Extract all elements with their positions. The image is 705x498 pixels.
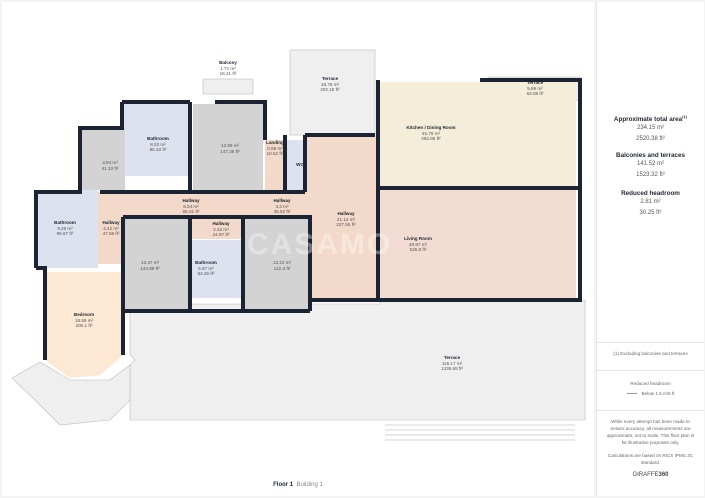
kitchen-area [380,82,576,187]
floor-plan [11,49,586,441]
bathroom-west-area [36,190,98,268]
balconies-title: Balconies and terraces [616,152,685,159]
bedroom-area [45,272,123,378]
terrace-north-area [289,49,376,136]
footnote: (1) Excluding balconies and terraces [613,351,688,356]
divider [597,410,704,411]
legend-line-icon [626,393,637,395]
floor-label: Floor 1 [273,482,294,488]
divider [597,370,704,371]
walls [34,78,582,360]
balconies-m2: 141.52 m² [636,161,664,167]
balconies-ft2: 1523.32 ft² [636,172,665,178]
balconies-section: Balconies and terraces 141.52 m² 1523.32… [597,152,704,181]
building-label: Building 1 [296,482,323,488]
terrace-south-area [129,299,586,421]
balcony-area [202,78,254,95]
hallway-west-area [98,192,123,264]
total-area-section: Approximate total area(1) 234.15 m² 2520… [597,114,704,145]
floor-caption: Floor 1 Building 1 [0,482,596,488]
room-small-area [80,128,125,190]
watermark: CASAMO [247,228,393,261]
total-area-m2: 234.15 m² [636,125,664,132]
brand-logo: GIRAFFE360 [632,472,669,478]
wc-area [286,140,308,190]
room-center-area [125,219,190,311]
divider [597,342,704,343]
reduced-headroom-section: Reduced headroom 2.81 m² 30.25 ft² [597,190,704,219]
disclaimer: While every attempt has been made to ens… [606,419,695,445]
living-area [380,190,576,298]
reduced-title: Reduced headroom [621,190,680,197]
reduced-m2: 2.81 m² [640,199,661,205]
bathroom-center-area [192,240,242,298]
legend-title: Reduced headroom [630,381,671,386]
hallway-area [100,192,310,217]
hallway-small-area [190,217,245,239]
total-area-ft2: 2520.38 ft² [636,136,665,143]
bathroom-north-area [122,104,190,176]
legend-item: Below 1.5 m/5 ft [597,390,704,397]
total-area-title: Approximate total area [613,116,683,124]
hallway-main-area [305,135,378,300]
label-wc: WC [296,162,304,167]
area-summary-panel: Approximate total area(1) 234.15 m² 2520… [596,2,704,496]
calc-note: Calculations are based on RICS IPMS 3C s… [607,453,694,465]
reduced-ft2: 30.25 ft² [639,210,662,216]
room-north-area [193,104,263,190]
terrace-steps [385,424,575,441]
room-east-area [245,219,310,311]
terrace-west-area [11,361,131,426]
landing-area [265,140,285,190]
